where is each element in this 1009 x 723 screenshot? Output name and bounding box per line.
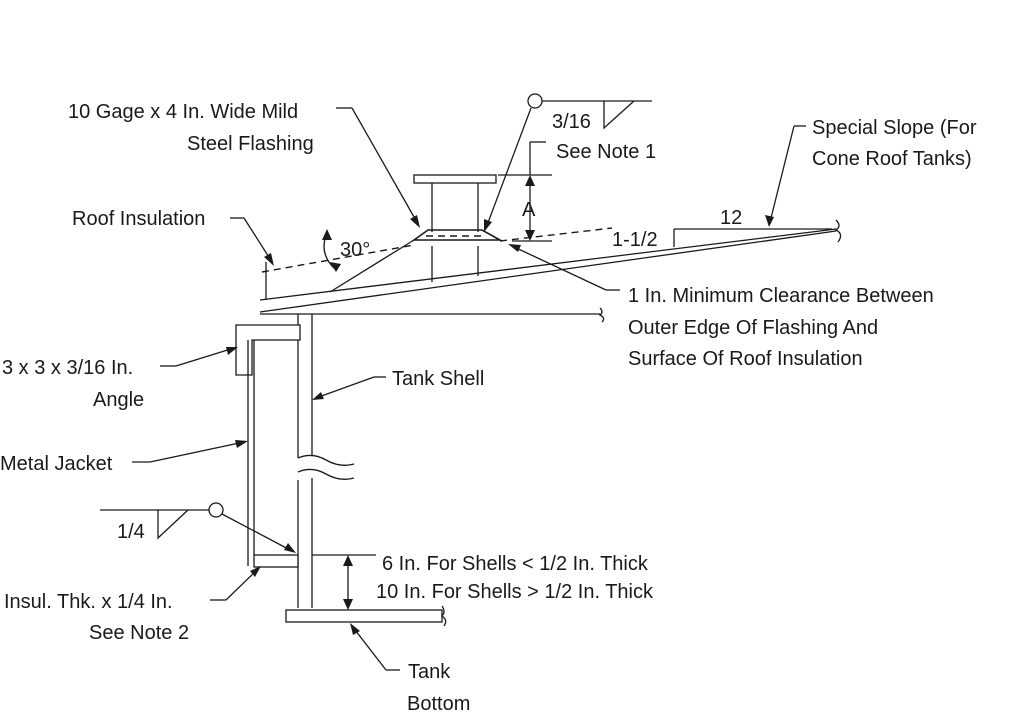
roof-nozzle [413,174,497,282]
weld-symbol-bottom [100,502,296,553]
roof-angle [235,324,301,376]
insulation-support-bar [253,554,299,568]
angle-30-indicator [322,229,415,293]
angle-label-line1: 3 x 3 x 3/16 In. [2,357,133,379]
dimension-a-label: A [522,199,536,221]
clearance-label-line2: Outer Edge Of Flashing And [628,317,878,339]
leader-lines [132,107,806,671]
shell-height-dimension [312,554,376,610]
tank-shell [260,307,605,608]
slope-run-label: 12 [720,207,742,229]
tank-bottom-plate [285,605,447,627]
steel-flashing [411,229,504,241]
metal-jacket-label: Metal Jacket [0,453,113,475]
weld-size-top: 3/16 [552,111,591,133]
special-slope-line1: Special Slope (For [812,117,977,139]
weld-size-bottom: 1/4 [117,521,145,543]
flashing-label-line2: Steel Flashing [187,133,314,155]
shell-thin-label: 6 In. For Shells < 1/2 In. Thick [382,553,649,575]
shell-thick-label: 10 In. For Shells > 1/2 In. Thick [376,581,654,603]
slope-triangle [673,228,832,247]
dimension-a [498,141,552,242]
slope-rise-label: 1-1/2 [612,229,658,251]
weld-symbol-top [484,93,652,232]
special-slope-line2: Cone Roof Tanks) [812,148,972,170]
angle-30-label: 30° [340,239,370,261]
see-note-1-label: See Note 1 [556,141,656,163]
roof-insulation-label: Roof Insulation [72,208,205,230]
flashing-label-line1: 10 Gage x 4 In. Wide Mild [68,101,298,123]
roof-plate [259,219,842,313]
tank-shell-label: Tank Shell [392,368,484,390]
insul-thk-label-line1: Insul. Thk. x 1/4 In. [4,591,173,613]
roof-insulation-surface [261,227,613,300]
tank-bottom-label-line1: Tank [408,661,451,683]
tank-bottom-label-line2: Bottom [407,693,470,715]
angle-label-line2: Angle [93,389,144,411]
clearance-label-line1: 1 In. Minimum Clearance Between [628,285,934,307]
insul-thk-label-line2: See Note 2 [89,622,189,644]
clearance-label-line3: Surface Of Roof Insulation [628,348,863,370]
